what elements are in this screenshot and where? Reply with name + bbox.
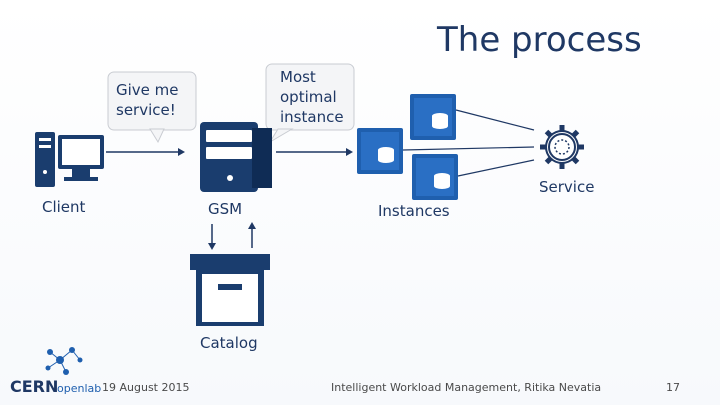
service-label: Service — [539, 178, 595, 196]
archive-box-icon — [190, 254, 270, 326]
instance-icon — [357, 128, 403, 174]
instances-label: Instances — [378, 202, 450, 220]
catalog-label: Catalog — [200, 334, 258, 352]
page-number: 17 — [666, 381, 680, 394]
logo-text-cern: CERN — [10, 377, 59, 396]
footer-date: 19 August 2015 — [102, 381, 190, 394]
instance-icon — [410, 94, 456, 140]
computer-icon — [35, 132, 104, 187]
cern-openlab-logo — [45, 347, 83, 375]
client-label: Client — [42, 198, 86, 216]
gear-icon — [540, 125, 584, 169]
server-icon — [200, 122, 272, 192]
logo-text-openlab: openlab — [57, 382, 102, 395]
footer-presenter: Intelligent Workload Management, Ritika … — [331, 381, 602, 394]
response-bubble — [265, 63, 355, 143]
request-bubble — [107, 71, 197, 144]
gsm-label: GSM — [208, 200, 243, 218]
slide-title: The process — [437, 20, 642, 60]
instance-icon — [412, 154, 458, 200]
request-bubble-text: Give me service! — [116, 81, 179, 119]
response-bubble-text: Most optimal instance — [280, 68, 344, 126]
